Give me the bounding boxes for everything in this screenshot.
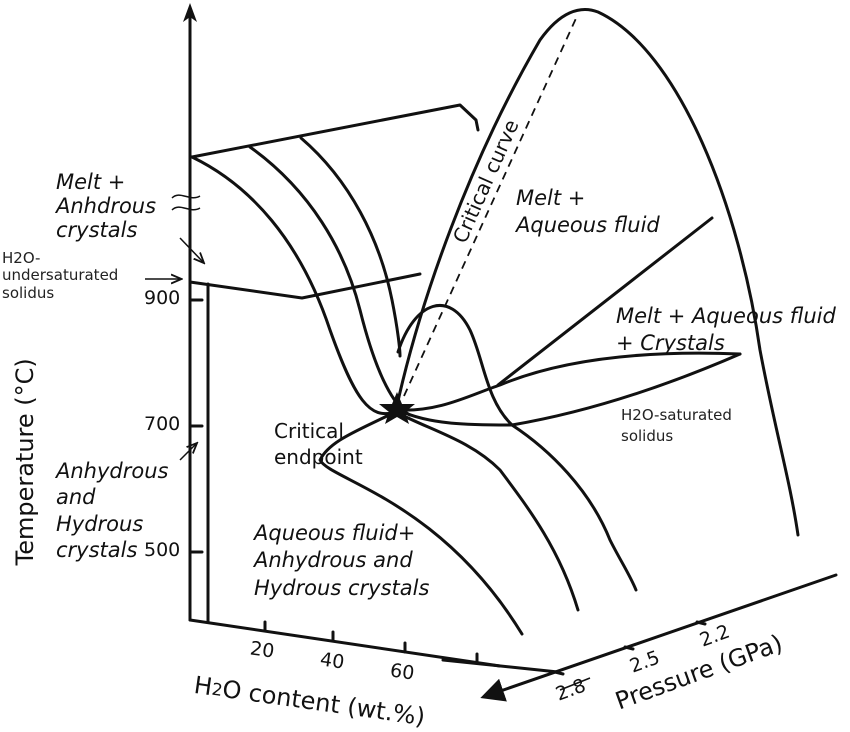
- saturated-solidus-line: [396, 352, 742, 427]
- label-anhydrous-hydrous: Anhydrous and Hydrous crystals: [56, 459, 169, 562]
- label-critical-endpoint: Critical endpoint: [274, 419, 363, 469]
- y-tick-500: 500: [144, 539, 181, 561]
- crystal-boundary-upper: [396, 351, 742, 412]
- upper-surface: [190, 103, 480, 417]
- h2o-axis: [188, 618, 502, 668]
- y-tick-700: 700: [144, 413, 181, 435]
- label-undersaturated-solidus: H2O- undersaturated solidus: [2, 249, 119, 302]
- label-melt-aqueous: Melt + Aqueous fluid: [516, 186, 660, 238]
- isobar-curves-lower: [318, 410, 638, 636]
- label-melt-anhydrous: Melt + Anhdrous crystals: [56, 170, 157, 243]
- temperature-axis: [171, 3, 204, 622]
- critical-envelope: [394, 7, 800, 537]
- x-tick-60: 60: [388, 659, 416, 685]
- arrow-pressure-dir: [559, 677, 591, 691]
- melt-fluid-boundary: [496, 216, 714, 387]
- x-tick-40: 40: [318, 648, 346, 674]
- arrow-anhydrous-hydrous: [179, 444, 196, 461]
- undersaturated-solidus-line: [188, 272, 422, 300]
- label-aqueous-crystals: Aqueous fluid+ Anhydrous and Hydrous cry…: [254, 521, 430, 600]
- critical-endpoint-star-icon: [379, 392, 415, 424]
- arrow-melt-anhydrous: [179, 237, 203, 262]
- pressure-axis: [441, 573, 838, 702]
- label-saturated-solidus: H2O-saturated solidus: [621, 406, 732, 445]
- y-axis-label: Temperature (°C): [10, 358, 39, 566]
- y-tick-900: 900: [144, 287, 181, 309]
- x-tick-20: 20: [248, 637, 276, 663]
- inner-loop: [396, 303, 514, 427]
- label-melt-aqueous-crystals: Melt + Aqueous fluid + Crystals: [616, 304, 836, 356]
